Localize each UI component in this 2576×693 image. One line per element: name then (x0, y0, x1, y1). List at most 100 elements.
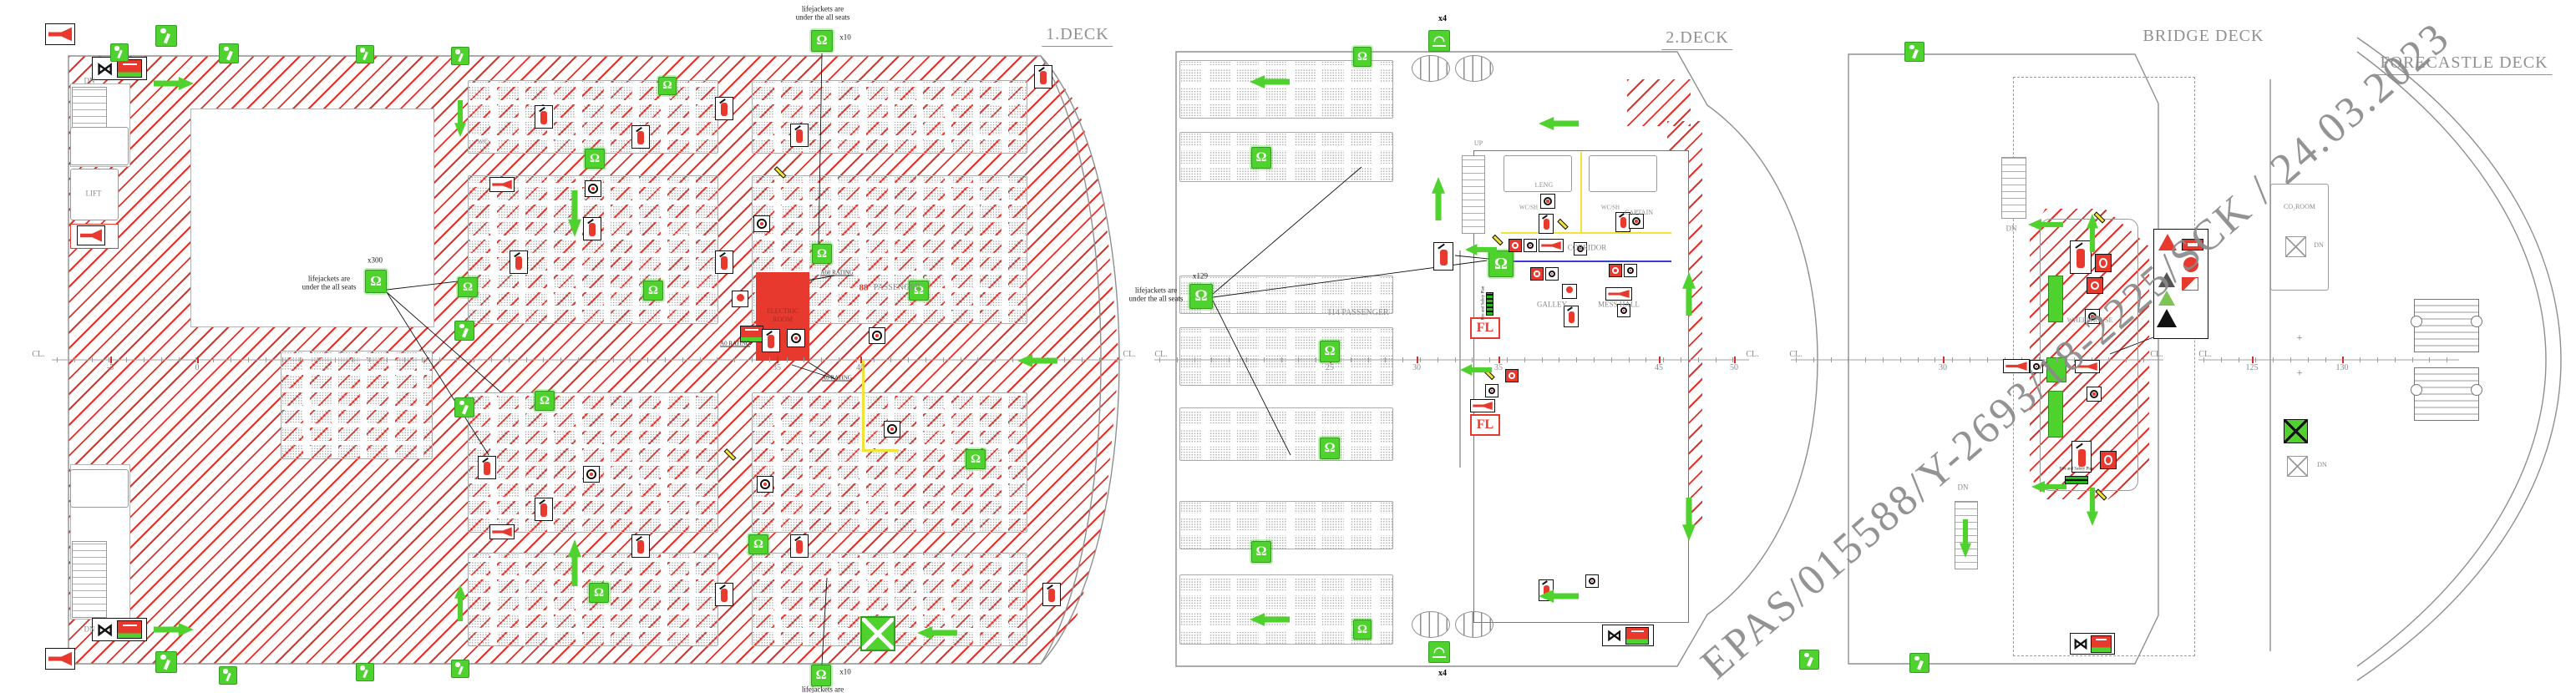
annotation-text: under the all seats (302, 282, 357, 291)
fire-valve-icon: ⋈ (1606, 626, 1622, 644)
frame-number: -5 (106, 363, 114, 372)
frame-tick (578, 357, 579, 362)
fire-horn-icon (1605, 287, 1632, 301)
capacity-label: 114 PASSENGER (1327, 308, 1389, 317)
capacity-label: 88 (859, 282, 869, 293)
emergency-exit-icon (454, 397, 474, 417)
room-label: CORRIDOR (1567, 243, 1607, 252)
fire-horn-icon (1539, 239, 1564, 252)
room-outline (1589, 155, 1657, 192)
frame-tick-major (197, 357, 199, 363)
fire-hose-reel-icon (1609, 264, 1622, 277)
frame-number: 0 (195, 363, 200, 372)
room-outline (70, 469, 129, 508)
legend-symbol-alarm (2183, 257, 2198, 272)
frame-tick (1831, 357, 1832, 362)
frame-tick (1082, 357, 1083, 362)
frame-tick (2412, 357, 2413, 362)
fire-telephone-icon (1545, 267, 1559, 281)
frame-tick (2395, 357, 2396, 362)
frame-tick (717, 357, 718, 362)
room-label: LIFT (85, 189, 102, 198)
fire-horn-icon (45, 648, 75, 670)
fire-plan-icon (2065, 476, 2088, 484)
fire-hydrant-icon (117, 620, 143, 639)
fire-extinguisher-icon (510, 250, 528, 274)
fire-hydrant-icon (1625, 626, 1650, 645)
rating-label: A0 RATING (720, 340, 750, 347)
deck-cutout (190, 109, 434, 327)
frame-tick (126, 357, 127, 362)
frame-tick (1952, 357, 1953, 362)
fire-extinguisher-icon (715, 583, 733, 606)
frame-tick (665, 357, 666, 362)
stairs (2001, 157, 2026, 219)
fire-telephone-icon (757, 476, 773, 493)
frame-tick (404, 357, 405, 362)
lifejacket-icon: Ω (812, 244, 832, 264)
seating-block (1179, 407, 1393, 461)
fire-division-line (862, 361, 865, 451)
stairs-label: DN (84, 76, 95, 85)
deck1-title: 1.DECK (1042, 25, 1113, 47)
frame-tick (908, 357, 909, 362)
frame-tick (317, 357, 318, 362)
frame-tick-major (1734, 357, 1736, 363)
frame-tick-major (2342, 357, 2344, 363)
lifejacket-icon: Ω (643, 281, 663, 301)
emergency-exit-icon (219, 666, 237, 685)
emergency-exit-icon (1909, 653, 1929, 673)
stairs (72, 541, 107, 618)
frame-tick (1507, 357, 1508, 362)
fire-extinguisher-icon (2070, 240, 2092, 274)
seating-block (1179, 132, 1393, 182)
annotation-text: under the all seats (1128, 294, 1184, 303)
fire-extinguisher-icon (535, 105, 553, 129)
fire-division-line (862, 449, 899, 452)
frame-tick (1576, 357, 1577, 362)
fire-division-line (1580, 152, 1582, 234)
fire-telephone-icon (787, 329, 805, 347)
stairs-label: UP (1473, 139, 1483, 147)
stairs-label: DN (2317, 461, 2327, 468)
frame-tick (2255, 357, 2256, 362)
lifejacket-icon: Ω (1488, 250, 1514, 277)
fire-division-line (1501, 232, 1671, 234)
fire-telephone-icon (884, 421, 900, 438)
frame-tick (1524, 357, 1525, 362)
emergency-exit-icon (1904, 42, 1924, 62)
frame-tick (2308, 357, 2309, 362)
fire-hose-reel-icon (2095, 254, 2112, 272)
frame-tick (195, 357, 196, 362)
frame-tick (1645, 357, 1646, 362)
emergency-exit-icon (454, 321, 474, 341)
frame-tick (57, 357, 58, 362)
emergency-exit-icon (155, 651, 177, 673)
frame-tick (213, 357, 214, 362)
frame-number: 25 (1326, 363, 1334, 372)
legend-symbol-phone (2182, 239, 2203, 250)
fire-extinguisher-icon (715, 97, 733, 120)
fire-extinguisher-icon (631, 125, 650, 149)
fire-telephone-icon (583, 466, 600, 483)
fire-horn-icon (1470, 399, 1495, 412)
frame-tick (1420, 357, 1421, 362)
room-label: MESS HALL (1598, 300, 1640, 309)
frame-tick (1542, 357, 1543, 362)
survey-mark: + (2296, 331, 2303, 344)
deck-line (1501, 261, 1671, 262)
fire-extinguisher-icon (583, 217, 601, 240)
frame-number: 130 (2335, 363, 2349, 372)
fire-extinguisher-icon (1564, 306, 1579, 327)
fire-telephone-icon (2087, 387, 2102, 402)
frame-tick (1663, 357, 1664, 362)
hatched-zone (1627, 79, 1691, 126)
frame-number: 30 (1412, 363, 1421, 372)
fire-telephone-icon (1585, 574, 1599, 588)
frame-tick (787, 357, 788, 362)
fire-extinguisher-icon (1539, 214, 1554, 234)
count-label: x4 (1438, 14, 1447, 23)
fire-telephone-icon (1485, 384, 1498, 397)
frame-tick (630, 357, 631, 362)
